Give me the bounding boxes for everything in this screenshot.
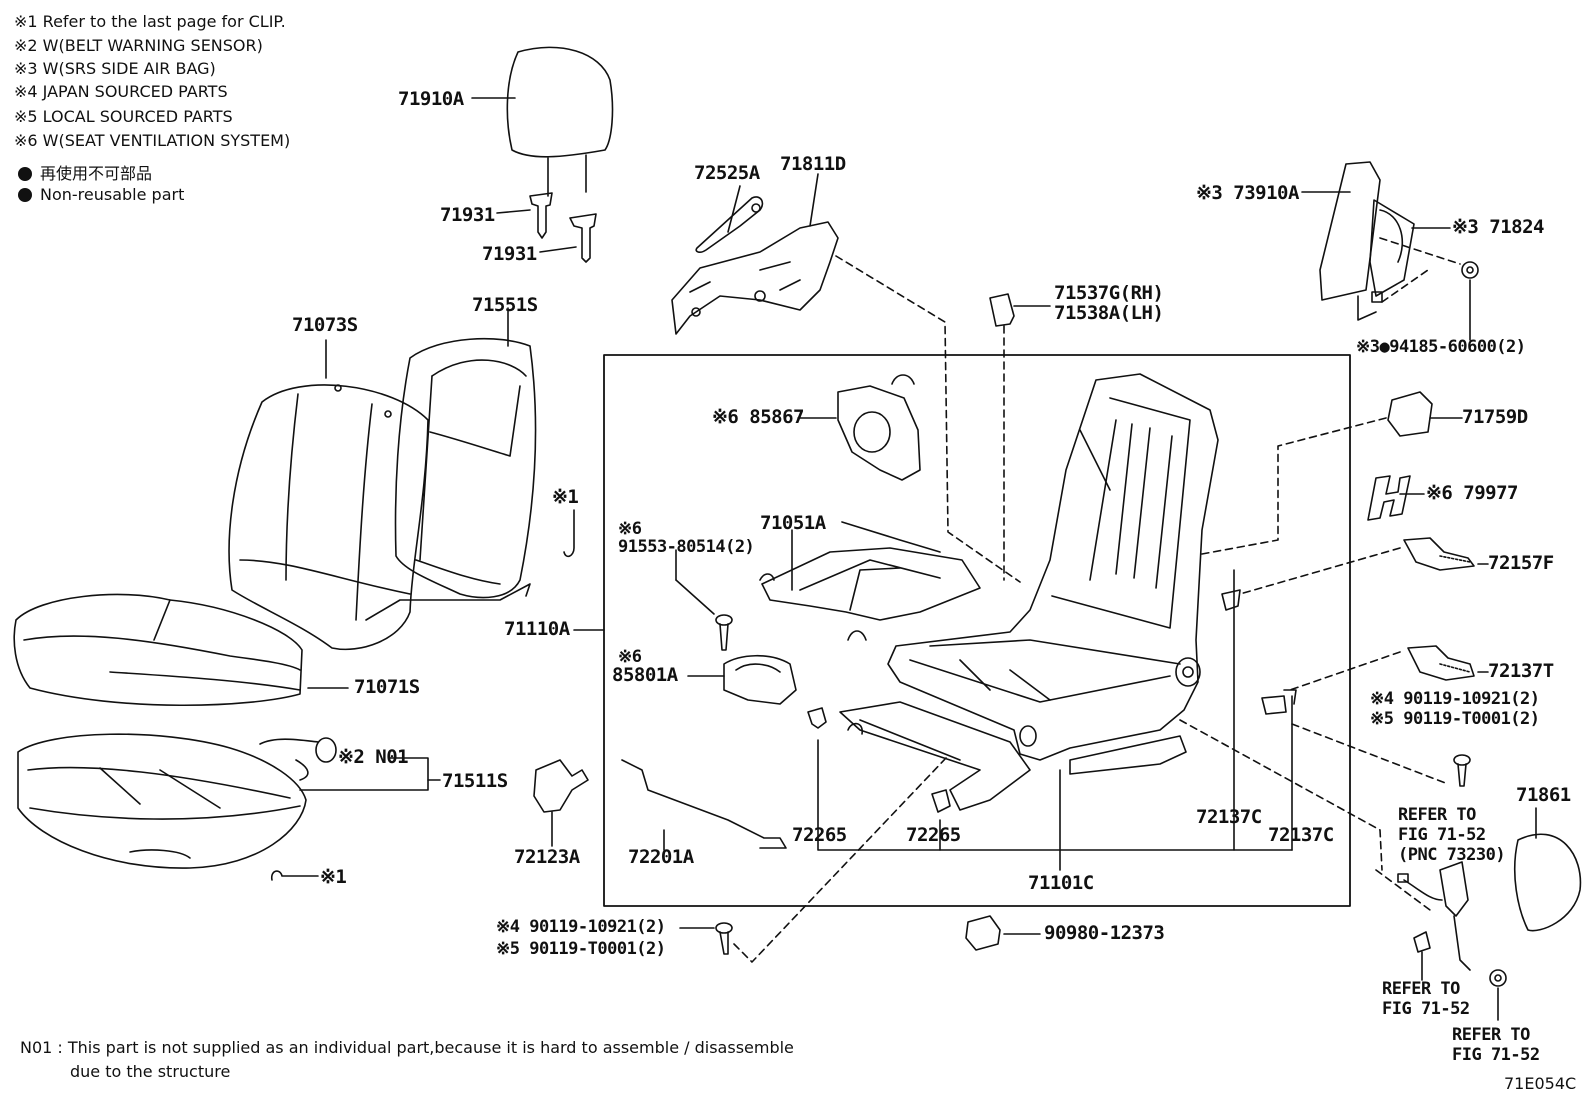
cover-72137T [1408, 646, 1474, 680]
legend-jp: 再使用不可部品 [18, 160, 152, 184]
recliner-cover [672, 222, 838, 334]
figure-code: 71E054C [1504, 1074, 1577, 1093]
label-90119-d: ※5 90119-T0001(2) [496, 939, 666, 959]
label-71551S: 71551S [472, 294, 538, 316]
label-71931-a: 71931 [440, 204, 495, 226]
bolt-90119 [1454, 755, 1470, 786]
label-71110A: 71110A [504, 618, 570, 640]
label-refer-1c: (PNC 73230) [1398, 845, 1506, 865]
label-90119-a: ※4 90119-10921(2) [1370, 689, 1540, 709]
ventilation-duct-85801A [724, 656, 796, 704]
part-79977 [1368, 476, 1410, 520]
cushion-pad-71511S [18, 734, 306, 868]
footer-n01-line1: N01 : This part is not supplied as an in… [20, 1038, 794, 1057]
seatbelt-buckle [1398, 862, 1506, 986]
label-71861: 71861 [1516, 784, 1571, 806]
label-clip-1b: ※1 [320, 866, 347, 888]
label-72137C-b: 72137C [1268, 824, 1334, 846]
note-4: ※4 JAPAN SOURCED PARTS [14, 82, 228, 101]
bolt-90119-bottom [716, 923, 732, 954]
seatback-cover-71073S [229, 385, 428, 649]
connector-90980 [966, 916, 1000, 950]
label-85801A-mark: ※6 [618, 647, 642, 667]
label-72265-b: 72265 [906, 824, 961, 846]
label-71910A: 71910A [398, 88, 464, 110]
cushion-cover-71071S [14, 594, 302, 705]
belt-warning-sensor [260, 738, 336, 780]
nut-94185 [1462, 262, 1478, 278]
label-72137C-a: 72137C [1196, 806, 1262, 828]
non-reusable-dot-icon [18, 167, 32, 181]
label-72137T: 72137T [1488, 660, 1554, 682]
note-6: ※6 W(SEAT VENTILATION SYSTEM) [14, 131, 291, 150]
label-refer-1a: REFER TO [1398, 805, 1476, 825]
label-85801A: 85801A [612, 664, 678, 686]
label-85867: ※6 85867 [712, 406, 805, 428]
label-N01: ※2 N01 [338, 746, 409, 768]
clip-1 [564, 510, 574, 556]
non-reusable-dot-icon [18, 188, 32, 202]
label-72201A: 72201A [628, 846, 694, 868]
label-refer-3a: REFER TO [1452, 1025, 1530, 1045]
label-90980: 90980-12373 [1044, 922, 1165, 944]
bracket-72137C-2 [1262, 696, 1286, 714]
note-1: ※1 Refer to the last page for CLIP. [14, 12, 286, 31]
label-71824: ※3 71824 [1452, 216, 1545, 238]
ventilation-fan-85867 [838, 375, 920, 480]
label-91553: 91553-80514(2) [618, 537, 755, 557]
clip-72265-b [932, 790, 950, 812]
footer-n01-line2: due to the structure [70, 1062, 231, 1081]
label-71538A: 71538A(LH) [1054, 302, 1164, 324]
label-71101C: 71101C [1028, 872, 1094, 894]
note-3: ※3 W(SRS SIDE AIR BAG) [14, 59, 216, 78]
label-73910A: ※3 73910A [1196, 182, 1299, 204]
label-71051A: 71051A [760, 512, 826, 534]
hinge-cover [990, 294, 1014, 326]
label-refer-2a: REFER TO [1382, 979, 1460, 999]
label-90119-c: ※4 90119-10921(2) [496, 917, 666, 937]
label-91553-mark: ※6 [618, 519, 642, 539]
label-71759D: 71759D [1462, 406, 1528, 428]
label-90119-b: ※5 90119-T0001(2) [1370, 709, 1540, 729]
legend-en-text: Non-reusable part [40, 185, 185, 204]
cover-71861 [1515, 834, 1581, 930]
clip-72265-a [808, 708, 826, 728]
seat-frame-71101C [840, 374, 1218, 810]
headrest [507, 47, 612, 196]
bracket-72123A [534, 760, 588, 812]
headrest-support-2 [570, 214, 596, 262]
label-72157F: 72157F [1488, 552, 1554, 574]
legend-jp-text: 再使用不可部品 [40, 164, 153, 183]
label-71811D: 71811D [780, 153, 846, 175]
rod-72201A [622, 760, 786, 848]
cover-72157F [1404, 538, 1474, 570]
label-94185: ※3●94185-60600(2) [1356, 337, 1526, 357]
legend-en: Non-reusable part [18, 185, 184, 204]
label-71931-b: 71931 [482, 243, 537, 265]
label-refer-3b: FIG 71-52 [1452, 1045, 1540, 1065]
bracket-72137C [1222, 590, 1240, 610]
label-refer-2b: FIG 71-52 [1382, 999, 1470, 1019]
seat-spring-71051A [760, 522, 980, 640]
clip-2 [272, 871, 318, 880]
label-72265-a: 72265 [792, 824, 847, 846]
label-72525A: 72525A [694, 162, 760, 184]
cover-71759D [1388, 392, 1432, 436]
label-72123A: 72123A [514, 846, 580, 868]
label-71511S: 71511S [442, 770, 508, 792]
seatback-pad-71551S [366, 339, 535, 620]
label-71073S: 71073S [292, 314, 358, 336]
label-71537G: 71537G(RH) [1054, 282, 1164, 304]
headrest-support-1 [530, 193, 552, 238]
note-2: ※2 W(BELT WARNING SENSOR) [14, 36, 263, 55]
label-clip-1a: ※1 [552, 486, 579, 508]
recliner-lever [696, 197, 762, 252]
screw-91553 [716, 615, 732, 650]
note-5: ※5 LOCAL SOURCED PARTS [14, 107, 233, 126]
label-79977: ※6 79977 [1426, 482, 1519, 504]
side-airbag [1320, 162, 1414, 320]
label-71071S: 71071S [354, 676, 420, 698]
label-refer-1b: FIG 71-52 [1398, 825, 1486, 845]
